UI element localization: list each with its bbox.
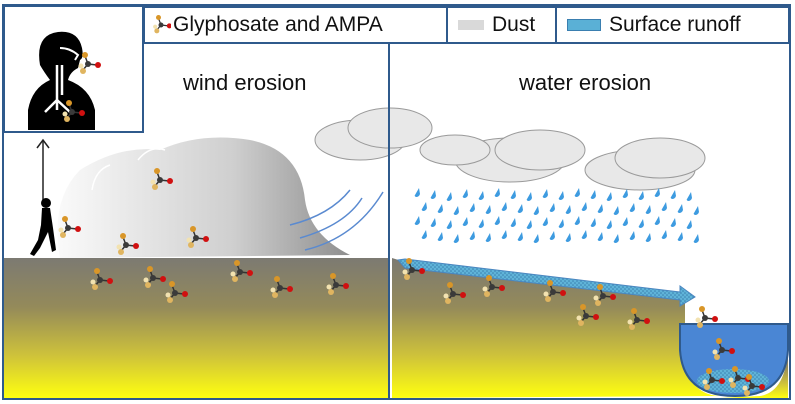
- dust-cloud: [57, 137, 350, 258]
- legend-molecule-label: Glyphosate and AMPA: [173, 13, 383, 36]
- walking-person-icon: [30, 198, 56, 256]
- runoff-arrow: [397, 258, 696, 307]
- legend-runoff: Surface runoff: [555, 6, 790, 44]
- up-arrow-icon: [36, 138, 50, 149]
- soil-left: [4, 258, 390, 398]
- human-respiratory-icon: [28, 31, 95, 130]
- wind-erosion-title: wind erosion: [183, 70, 307, 95]
- water-erosion-title: water erosion: [519, 70, 652, 95]
- runoff-swatch-icon: [567, 19, 601, 31]
- dust-swatch-icon: [458, 20, 484, 30]
- legend-molecule: Glyphosate and AMPA: [143, 6, 448, 44]
- rain-clouds: [314, 107, 706, 191]
- glyphosate-molecule-icon: [152, 14, 171, 34]
- legend-dust-label: Dust: [492, 13, 536, 36]
- wind-arcs: [289, 189, 384, 251]
- legend-runoff-label: Surface runoff: [609, 13, 741, 36]
- soil-right: [392, 258, 720, 398]
- legend-dust: Dust: [446, 6, 557, 44]
